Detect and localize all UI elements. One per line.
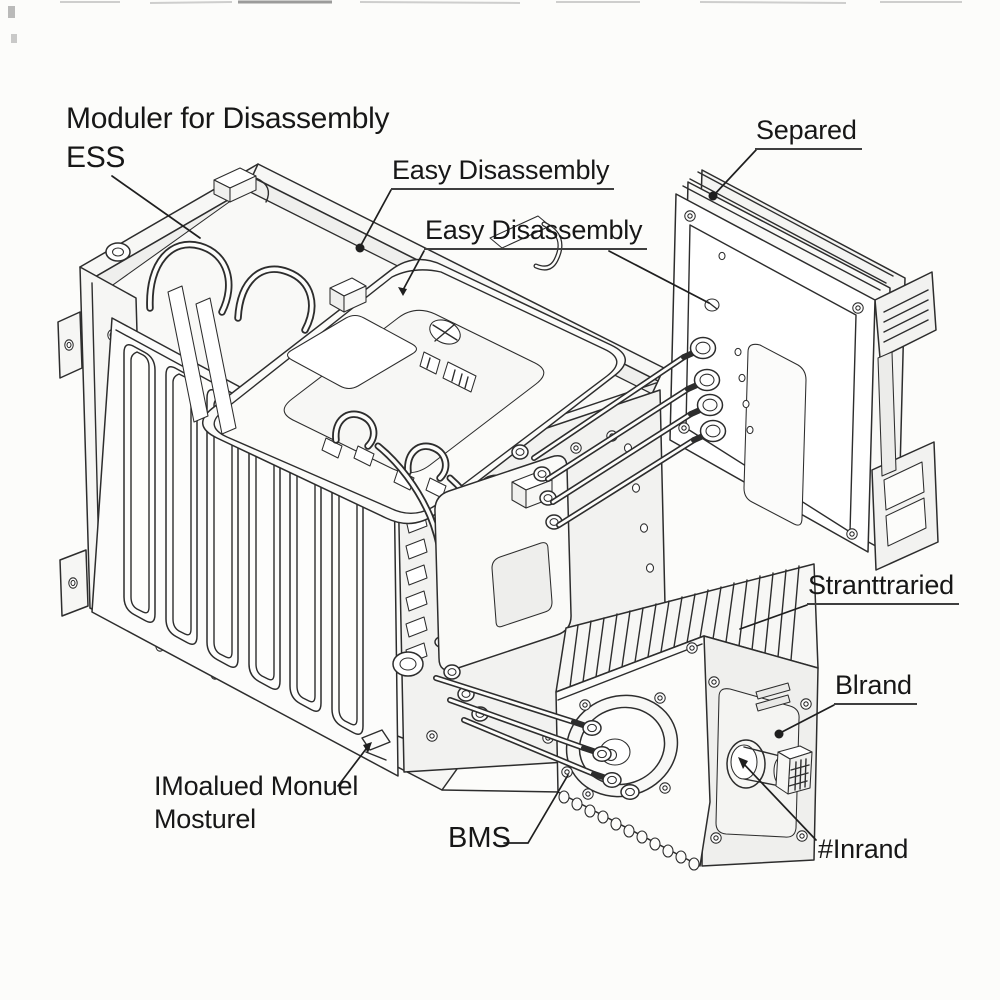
leader-module-note bbox=[337, 744, 370, 787]
label-separed: Separed bbox=[755, 115, 862, 151]
label-ess: ESS bbox=[66, 141, 126, 174]
module-note-line1: IMoalued Monuel bbox=[154, 771, 359, 801]
label-blrand: Blrand bbox=[834, 670, 917, 706]
leader-inrand bbox=[740, 760, 817, 841]
bottom-fins bbox=[558, 790, 700, 871]
label-module-note: IMoalued Monuel Mosturel bbox=[154, 770, 358, 836]
leader-easy-disassembly-cover bbox=[402, 250, 425, 291]
label-inrand: #Inrand bbox=[818, 834, 909, 864]
leader-separed bbox=[713, 149, 757, 196]
leader-bms bbox=[503, 774, 569, 844]
top-edge-artifact bbox=[8, 0, 962, 43]
bms-unit bbox=[392, 455, 572, 677]
top-cover bbox=[202, 258, 626, 525]
leader-blrand bbox=[779, 704, 835, 734]
leader-lines bbox=[111, 149, 835, 844]
label-stranttraried: Stranttraried bbox=[807, 570, 959, 606]
busbars bbox=[105, 167, 563, 655]
separated-side-panel bbox=[669, 169, 939, 571]
leader-easy-disassembly-top bbox=[359, 189, 392, 248]
label-easy-disassembly-cover: Easy Disassembly bbox=[424, 215, 648, 251]
leader-stranttraried bbox=[739, 604, 808, 630]
connection-cables-bottom bbox=[433, 675, 640, 800]
leader-ess bbox=[111, 175, 201, 239]
label-bms: BMS bbox=[448, 822, 511, 854]
page-title: Moduler for Disassembly bbox=[66, 102, 390, 135]
module-note-line2: Mosturel bbox=[154, 803, 256, 834]
label-easy-disassembly-top: Easy Disassembly bbox=[391, 155, 615, 191]
leader-easy-disassembly-cover-right bbox=[608, 250, 710, 304]
